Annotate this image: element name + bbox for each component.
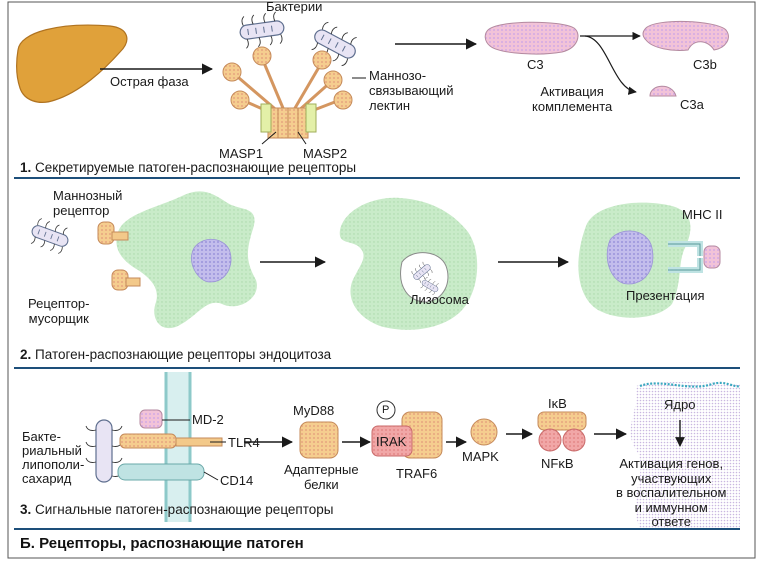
phagocytosing-cell: [339, 197, 478, 330]
mhc-ii-label: MHC II: [682, 207, 723, 222]
tlr4-receptor: [119, 433, 223, 449]
mapk-protein: [470, 418, 498, 446]
lysosome-label: Лизосома: [410, 292, 469, 307]
gene-activation-label: Активация генов, участвующих в воспалите…: [616, 456, 727, 529]
mannose-receptor-icon: [97, 221, 129, 245]
macrophage-cell: [116, 191, 257, 329]
presentation-label: Презентация: [626, 288, 705, 303]
c3a-label: C3a: [680, 97, 704, 112]
presenting-cell: [578, 202, 691, 318]
c3a-arrow: [584, 35, 637, 95]
nucleus-label: Ядро: [664, 397, 696, 412]
mapk-label: MAPK: [462, 449, 499, 464]
phosphate-icon: [376, 400, 396, 420]
figure-title: Б. Рецепторы, распознающие патоген: [20, 535, 304, 552]
scavenger-receptor-label: Рецептор- мусорщик: [28, 296, 90, 326]
irak-label: IRAK: [376, 434, 407, 449]
ikb-nfkb-complex: [537, 411, 587, 452]
section-2-caption: 2. Патоген-распознающие рецепторы эндоци…: [20, 347, 332, 362]
c3b-protein: [642, 21, 729, 51]
myd88-protein: [299, 421, 339, 459]
c3a-protein: [649, 85, 677, 97]
bacterium-icon: [85, 419, 123, 483]
cd14-label: CD14: [220, 473, 254, 488]
mbl-label: Маннозо- связывающий лектин: [369, 68, 454, 113]
nfkb-label: NFκB: [541, 456, 574, 471]
masp1-label: MASP1: [219, 146, 264, 161]
phosphate-label: P: [382, 404, 390, 416]
masp2-label: MASP2: [303, 146, 348, 161]
lps-label: Бакте- риальный липополи- сахарид: [22, 429, 85, 486]
md2-protein: [139, 409, 163, 429]
adapters-label: Адаптерные белки: [284, 462, 359, 492]
complement-label: Активация комплемента: [532, 84, 613, 114]
acute-phase-label: Острая фаза: [110, 74, 189, 89]
irak-traf6-complex: [371, 411, 443, 459]
cd14-receptor: [117, 463, 205, 481]
tlr4-label: TLR4: [228, 435, 260, 450]
mannose-binding-lectin-icon: [222, 46, 353, 139]
bacteria-label: Бактерии: [266, 0, 323, 14]
scavenger-receptor-icon: [111, 269, 141, 291]
md2-label: MD-2: [192, 412, 224, 427]
nucleus-region: [630, 381, 741, 528]
frame-border: [7, 1, 756, 559]
myd88-label: MyD88: [293, 403, 335, 418]
liver-icon: [16, 24, 128, 103]
masp-icon: [260, 103, 317, 133]
mhc-ii-icon: [668, 241, 721, 273]
bacterium-icon: [27, 216, 73, 256]
traf6-label: TRAF6: [396, 466, 438, 481]
c3-label: C3: [527, 57, 544, 72]
section-3-caption: 3. Сигнальные патоген-распознающие рецеп…: [20, 502, 334, 517]
bacterium-icon: [237, 10, 287, 50]
c3b-label: C3b: [693, 57, 717, 72]
section-1-caption: 1. Секретируемые патоген-распознающие ре…: [20, 160, 357, 175]
ikb-label: IκB: [548, 396, 567, 411]
mannose-receptor-label: Маннозный рецептор: [53, 188, 123, 218]
c3-protein: [484, 21, 579, 55]
